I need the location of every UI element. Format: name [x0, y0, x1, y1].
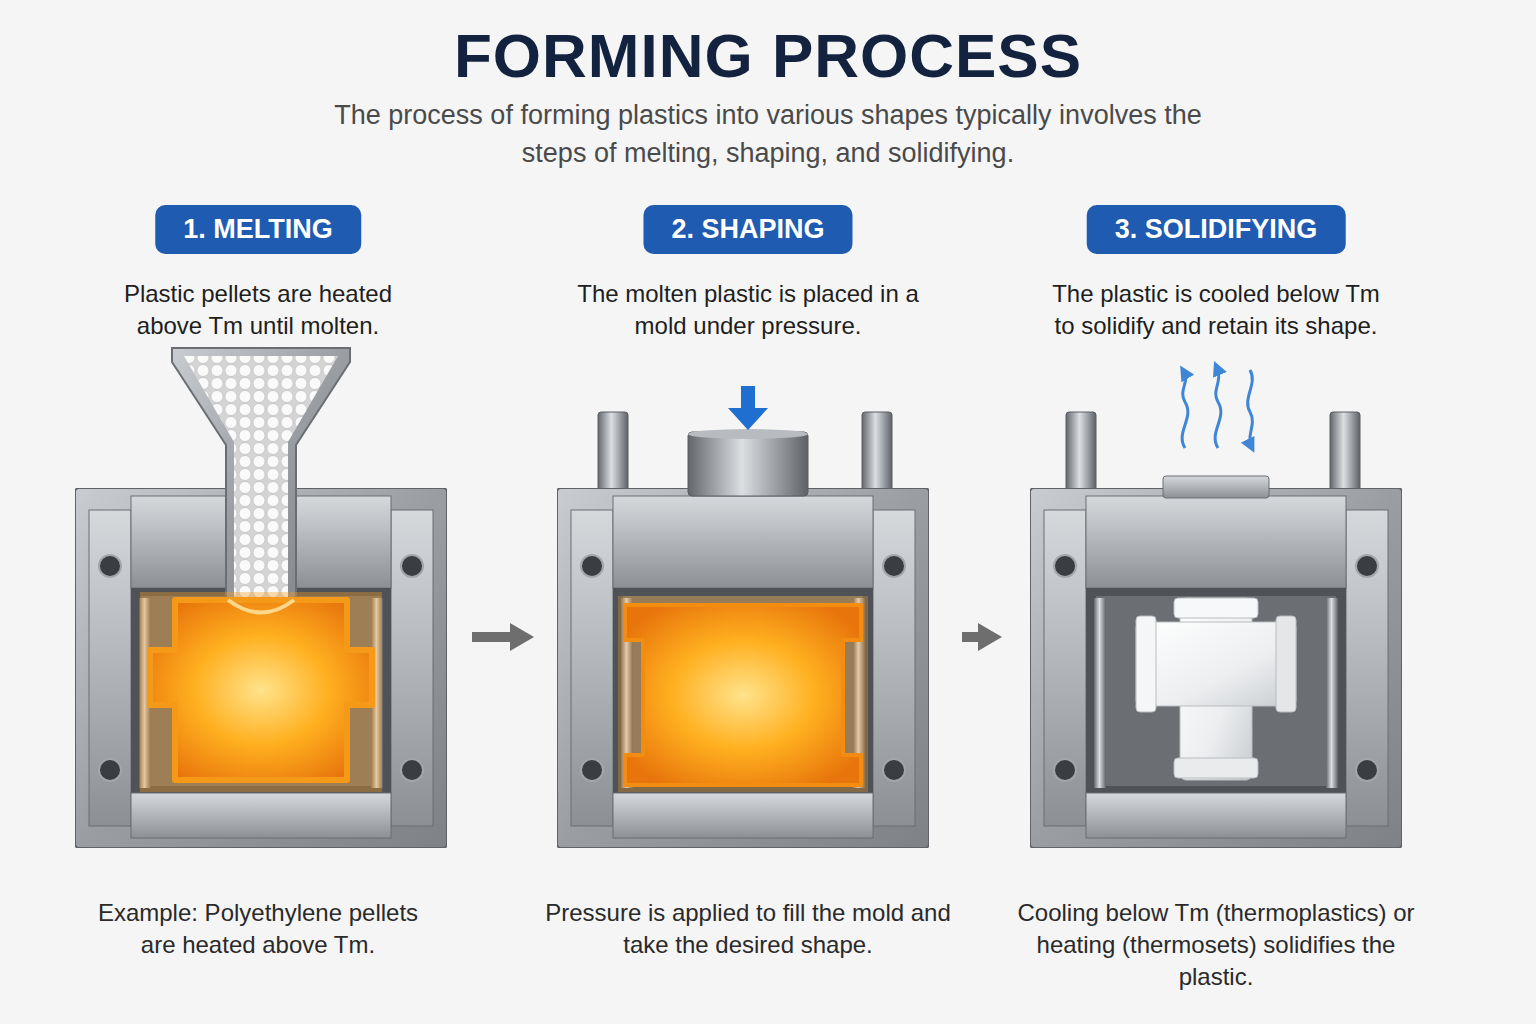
flow-arrow	[472, 623, 534, 651]
step-description: The plastic is cooled below Tm to solidi…	[1041, 278, 1391, 342]
pipe-fitting	[1136, 622, 1296, 706]
arrow-shaft	[962, 632, 982, 642]
mold	[1030, 488, 1402, 848]
plastic-pellets	[184, 356, 338, 604]
arrow-head	[978, 623, 1002, 651]
step-note: Example: Polyethylene pellets are heated…	[78, 897, 438, 961]
pipe-collar	[1136, 616, 1156, 712]
press-plate	[1163, 476, 1269, 498]
step-badge: 3. SOLIDIFYING	[1087, 205, 1346, 254]
pipe-collar	[1174, 758, 1258, 778]
cooling-wave	[1248, 370, 1253, 446]
step-note: Pressure is applied to fill the mold and…	[538, 897, 958, 961]
press-ram-top	[688, 429, 808, 439]
step-badge: 2. SHAPING	[643, 205, 852, 254]
arrow-head	[510, 623, 534, 651]
diagram-caption: The process of forming plastics into var…	[318, 96, 1218, 172]
pipe-collar	[1174, 598, 1258, 618]
step-note: Cooling below Tm (thermoplastics) or hea…	[1009, 897, 1424, 993]
step-panel: 3. SOLIDIFYING The plastic is cooled belo…	[1016, 200, 1416, 990]
arrow-shaft	[472, 632, 514, 642]
step-description: The molten plastic is placed in a mold u…	[571, 278, 926, 342]
heat-glow	[618, 596, 868, 792]
pressure-arrow	[728, 386, 768, 430]
heat-glow	[140, 592, 382, 792]
step-badge: 1. MELTING	[155, 205, 361, 254]
shaped-plastic	[625, 605, 861, 785]
cooling-wave	[1182, 372, 1188, 448]
mold	[557, 488, 929, 848]
step-panel: 1. MELTING Plastic pellets are heated abo…	[58, 200, 458, 990]
diagram-title: FORMING PROCESS	[0, 20, 1536, 91]
press-ram	[688, 432, 808, 496]
molten-plastic	[150, 600, 372, 780]
pipe-collar	[1276, 616, 1296, 712]
hopper-funnel	[172, 348, 350, 605]
step-description: Plastic pellets are heated above Tm unti…	[103, 278, 413, 342]
cooling-wave	[1215, 368, 1221, 448]
flow-arrow	[962, 623, 1002, 651]
step-panel: 2. SHAPING The molten plastic is placed i…	[548, 200, 948, 990]
melt-highlight	[228, 600, 294, 613]
